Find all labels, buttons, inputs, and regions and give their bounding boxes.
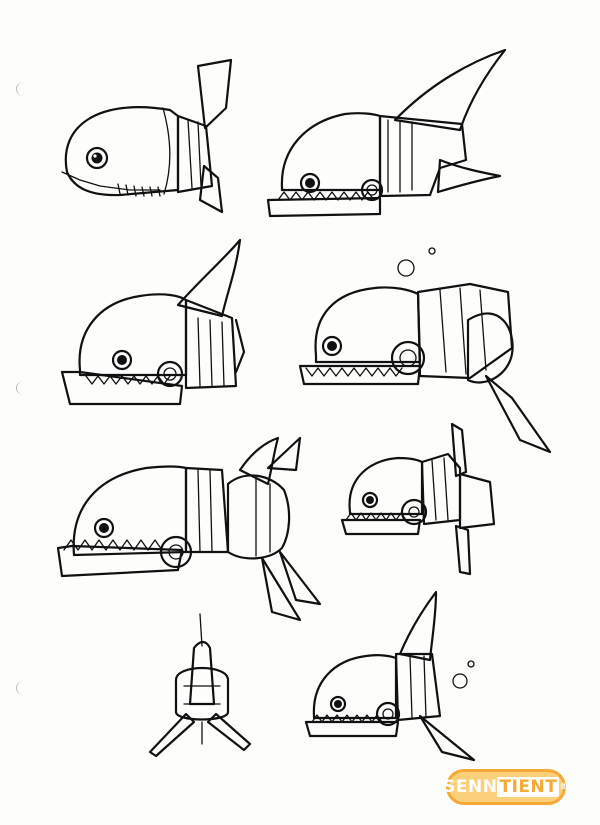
robot-fish-5: [56, 436, 322, 622]
punch-hole: [16, 681, 31, 695]
robot-fish-1: [61, 58, 233, 214]
robot-fish-8: [304, 590, 476, 762]
robot-fish-4: [298, 247, 552, 454]
logo-text-part2: TIENT: [497, 777, 560, 797]
robot-fish-6: [340, 422, 496, 576]
robot-fish-2: [266, 48, 507, 218]
punch-hole: [16, 381, 31, 395]
logo-registered-mark: ®: [559, 782, 569, 792]
robot-fish-3: [60, 238, 246, 406]
punch-hole: [16, 82, 31, 96]
logo-text-part1: SENN: [443, 777, 498, 797]
robot-fish-7-front: [148, 613, 252, 758]
